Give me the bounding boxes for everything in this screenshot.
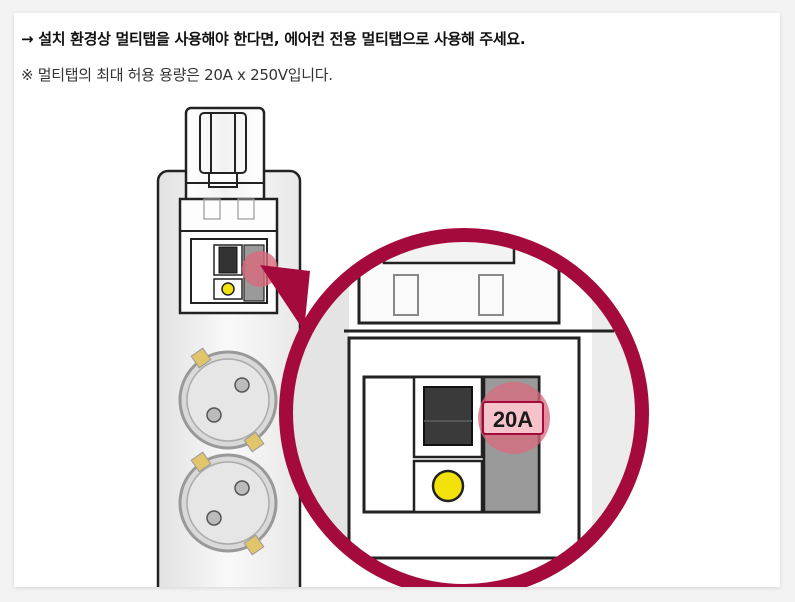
power-strip-illustration: 20A [156,106,649,587]
capacity-note: ※ 멀티탭의 최대 허용 용량은 20A x 250V입니다. [21,66,333,84]
breaker-capacity-label: 20A [493,407,533,432]
zoom-view: 20A [279,228,649,587]
power-strip [156,106,302,587]
zoom-pointer [260,265,310,331]
socket-2 [178,451,278,556]
notice-text: → 설치 환경상 멀티탭을 사용해야 한다면, 에어컨 전용 멀티탭으로 사용해… [21,30,526,48]
content-card: → 설치 환경상 멀티탭을 사용해야 한다면, 에어컨 전용 멀티탭으로 사용해… [14,13,780,587]
socket-1 [178,347,278,453]
plug-icon [184,106,266,205]
